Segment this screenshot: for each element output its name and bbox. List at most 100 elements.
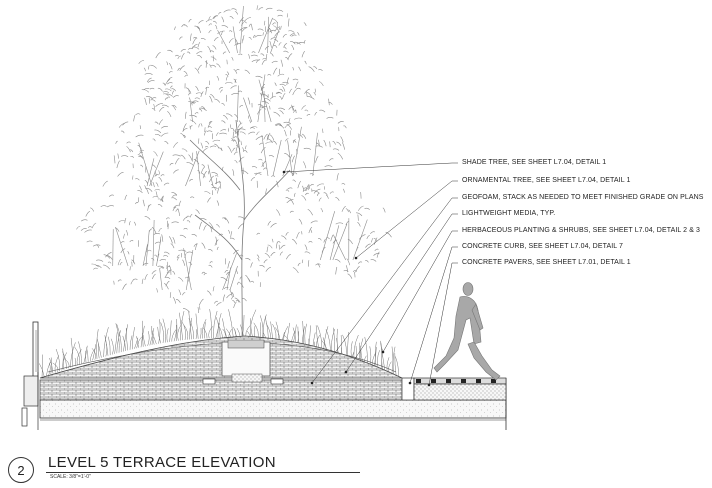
leaf-stroke [260,53,265,56]
leaf-stroke [188,88,190,93]
branch-stroke [185,249,194,291]
leaf-stroke [348,209,351,214]
grass-blade [50,357,52,375]
title-underline [46,472,360,474]
leaf-stroke [275,91,281,94]
leaf-stroke [163,282,169,290]
leaf-stroke [182,308,190,313]
leaf-stroke [285,138,289,142]
leaf-stroke [122,121,129,126]
leaf-stroke [162,195,164,202]
leaf-stroke [196,51,203,55]
note-herbaceous-planting: HERBACEOUS PLANTING & SHRUBS, SEE SHEET … [462,227,701,234]
leaf-stroke [209,50,215,53]
leaf-stroke [121,241,125,244]
leaf-stroke [259,92,262,97]
leaf-stroke [214,175,219,177]
leaf-stroke [250,23,253,31]
leaf-stroke [213,37,219,42]
leaf-stroke [221,103,225,106]
leaf-stroke [292,267,299,274]
leaf-stroke [280,25,282,30]
leaf-stroke [262,94,269,98]
leaf-stroke [173,204,179,209]
grass-blade [152,330,157,345]
leaf-stroke [203,225,207,231]
leaf-stroke [234,139,238,146]
branch-stroke [159,268,163,291]
leaf-stroke [278,107,286,111]
leaf-stroke [113,280,115,285]
leaf-stroke [239,27,247,31]
leaf-stroke [224,217,230,224]
leaf-stroke [328,98,330,106]
leaf-stroke [214,239,219,246]
leaf-stroke [273,39,279,43]
leaf-stroke [258,158,263,161]
grass-blade [123,324,128,352]
leaf-stroke [357,205,364,211]
grass-blade [395,356,399,377]
leaf-stroke [230,237,235,240]
branch-stroke [152,219,155,267]
leaf-stroke [117,172,124,177]
leaf-stroke [241,27,248,32]
leaf-stroke [166,76,173,83]
leaf-stroke [201,242,206,249]
leaf-stroke [154,254,158,258]
leaf-stroke [117,279,122,282]
leaf-stroke [166,61,168,66]
leaf-stroke [268,27,272,34]
leaf-stroke [260,87,265,91]
leaf-stroke [304,109,309,112]
branch-stroke [207,164,214,187]
leaf-stroke [270,223,277,228]
leaf-stroke [153,233,160,236]
leaf-stroke [190,33,192,41]
leaf-stroke [207,45,212,53]
leaf-stroke [324,165,333,167]
leaf-stroke [163,251,170,255]
leaf-stroke [274,123,282,126]
grass-blade [85,350,87,363]
leaf-stroke [242,35,245,41]
leaf-stroke [142,199,145,207]
leaf-stroke [261,160,267,167]
leaf-stroke [310,184,314,187]
leaf-stroke [203,130,207,136]
leaf-stroke [218,87,224,90]
leaf-stroke [275,124,283,127]
leaf-stroke [80,219,88,222]
grass-blade [104,335,109,356]
leaf-stroke [131,261,133,267]
leaf-stroke [131,259,136,265]
leaf-stroke [314,112,318,116]
leaf-stroke [308,184,311,189]
leaf-stroke [154,174,159,177]
leaf-stroke [115,140,118,144]
leaf-stroke [194,97,200,100]
grass-blade [162,318,166,343]
leaf-stroke [301,105,306,110]
leaf-stroke [239,254,244,257]
grass-blade [195,329,198,340]
leaf-stroke [151,258,155,261]
leaf-stroke [234,297,241,303]
leaf-stroke [217,147,223,151]
leaf-stroke [145,96,153,99]
leaf-stroke [132,278,138,281]
grass-blade [115,323,120,353]
leaf-stroke [292,89,297,96]
leaf-stroke [317,237,322,241]
branch-stroke [267,16,269,54]
leaf-stroke [282,81,289,84]
leaf-stroke [116,160,120,169]
leaf-stroke [178,200,182,207]
leaf-stroke [284,123,291,129]
leaf-stroke [273,67,278,75]
leaf-stroke [183,71,188,75]
leaf-stroke [119,262,123,266]
leaf-stroke [231,57,234,61]
leaf-stroke [268,105,271,110]
note-geofoam: GEOFOAM, STACK AS NEEDED TO MEET FINISHE… [462,194,704,201]
